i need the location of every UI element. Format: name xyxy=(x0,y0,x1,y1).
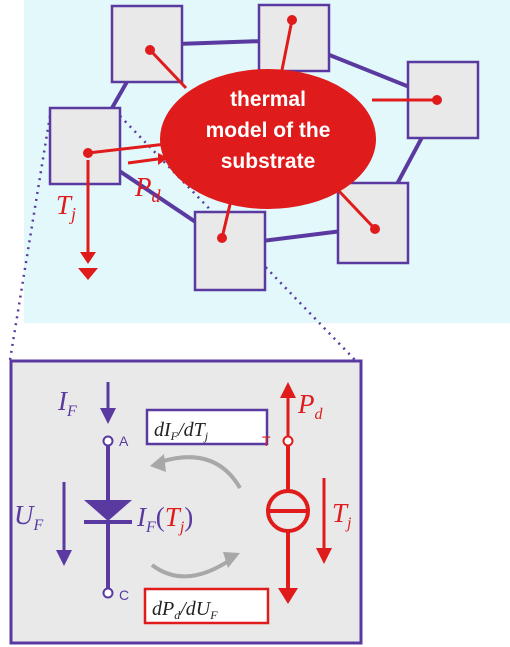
anode-label: A xyxy=(119,433,129,449)
substrate-model-ellipse xyxy=(160,69,376,209)
feedback-arrow-bottom-head xyxy=(223,552,240,568)
dpd-duf-box xyxy=(143,587,270,625)
anode-terminal xyxy=(102,435,114,447)
pd-out-arrow-head xyxy=(280,382,296,398)
if-tj-label: IF(Tj) xyxy=(136,502,193,536)
pd-arrow-head xyxy=(158,153,168,165)
feedback-arrow-bottom xyxy=(150,558,232,579)
left-node-dot xyxy=(83,148,93,158)
left-node-link xyxy=(87,141,176,155)
thermal-node-right xyxy=(372,60,480,140)
pd-label: Pd xyxy=(134,172,162,206)
thermal-node-bottom-right xyxy=(336,181,410,265)
dif-dtj-box xyxy=(145,408,269,446)
uf-label: UF xyxy=(14,500,44,534)
cathode-label: C xyxy=(119,587,129,603)
thermal-node-top-left xyxy=(110,4,188,90)
thermal-node-bottom xyxy=(193,195,267,292)
diode-symbol xyxy=(84,500,132,521)
uf-arrow-head xyxy=(56,550,72,566)
current-source-ground-arrow xyxy=(278,588,298,604)
substrate-label-line-1: thermal xyxy=(230,88,306,111)
tj-label: Tj xyxy=(56,190,76,224)
substrate-label-line-3: substrate xyxy=(221,150,316,173)
dpd-duf-label: dPd/dUF xyxy=(152,598,218,622)
heat-sink-triangle xyxy=(78,268,98,280)
substrate-label-line-2: model of the xyxy=(206,119,331,142)
thermal-node-left xyxy=(48,106,122,186)
thermal-node-top-middle xyxy=(257,3,331,73)
if-arrow-head xyxy=(100,408,116,424)
feedback-arrow-top-head xyxy=(150,454,166,472)
dif-dtj-label: dIF/dTj xyxy=(154,419,209,443)
if-label: IF xyxy=(57,386,77,420)
tj-down-arrow-head xyxy=(316,548,332,564)
pd-out-label: Pd xyxy=(297,389,324,423)
tj-arrow-head xyxy=(80,252,96,264)
thermal-terminal xyxy=(282,435,294,447)
thermal-terminal-label: T xyxy=(262,433,271,449)
pd-arrow xyxy=(127,157,159,165)
tj-right-label: Tj xyxy=(332,498,352,532)
cathode-terminal xyxy=(102,587,114,599)
feedback-arrow-top xyxy=(159,455,242,490)
